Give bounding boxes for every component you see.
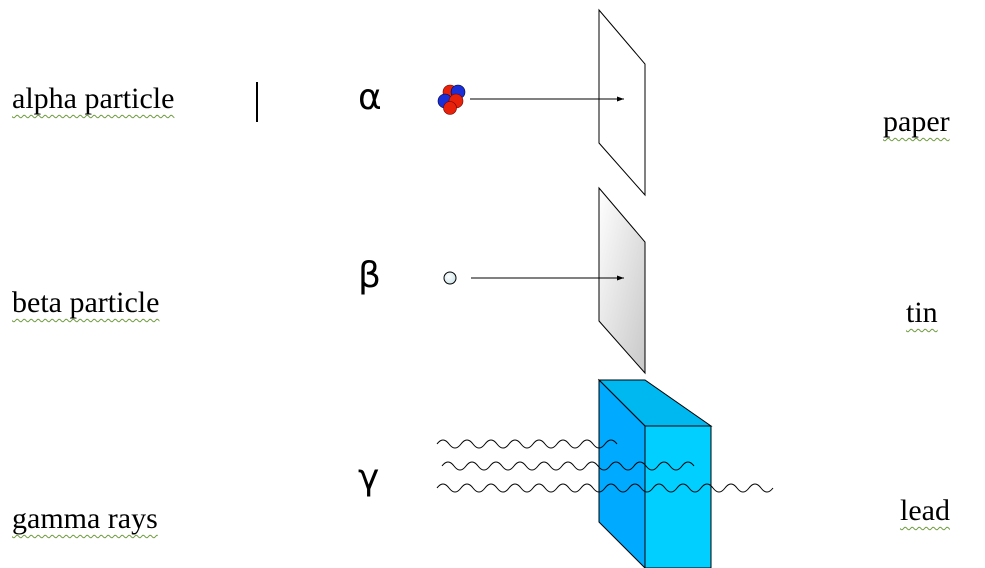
text-cursor — [256, 82, 258, 122]
gamma-wave-line — [436, 483, 774, 493]
paper-sheet — [598, 8, 646, 197]
paper-label: paper — [883, 105, 950, 138]
alpha-symbol: α — [358, 77, 382, 118]
gamma-ray-waves — [436, 439, 774, 493]
tin-label: tin — [906, 296, 938, 329]
gamma-wave-line — [441, 461, 695, 471]
alpha-particle-label: alpha particle — [12, 82, 175, 115]
beta-particle-label: beta particle — [12, 288, 159, 318]
beta-particle-text: beta particle — [12, 286, 160, 319]
lead-block — [597, 378, 713, 568]
gamma-rays-label: gamma rays — [12, 502, 158, 535]
alpha-particle-icon — [437, 84, 466, 115]
beta-particle-icon — [443, 271, 457, 285]
gamma-wave-line — [436, 439, 618, 449]
gamma-symbol: γ — [358, 457, 380, 498]
tin-sheet — [598, 186, 646, 375]
beta-symbol: β — [358, 255, 381, 296]
lead-label: lead — [900, 494, 950, 527]
